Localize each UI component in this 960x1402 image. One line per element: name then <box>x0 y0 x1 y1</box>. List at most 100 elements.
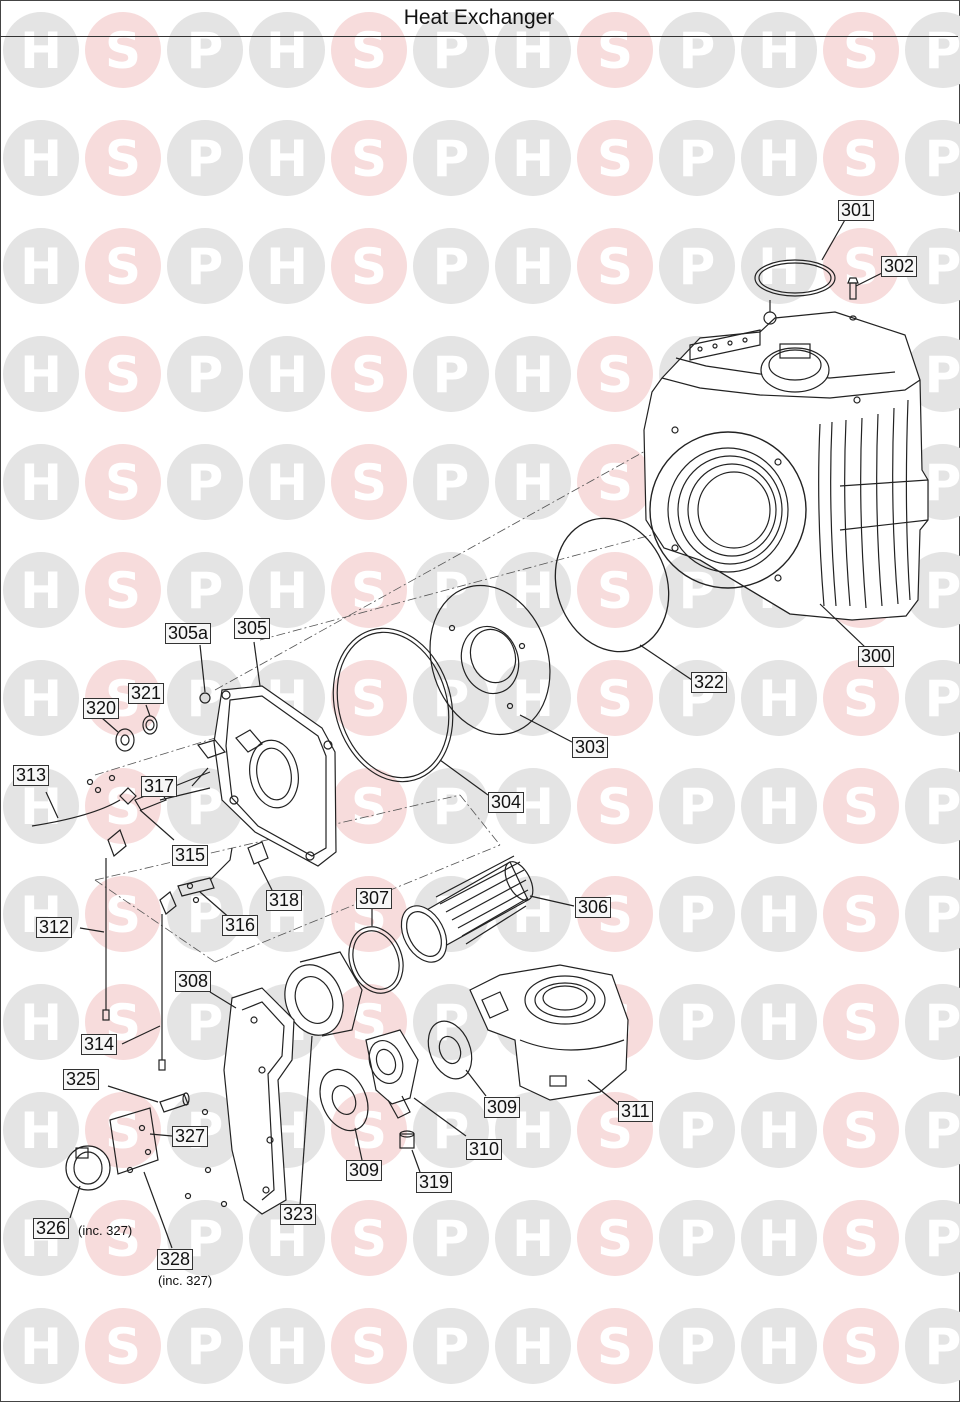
watermark-tile: P <box>905 1200 960 1276</box>
watermark-tile: P <box>659 768 735 844</box>
parts-313-315-electrode <box>31 739 227 841</box>
svg-text:S: S <box>843 994 879 1052</box>
part-322-disc <box>554 517 693 681</box>
svg-text:H: H <box>512 1318 554 1376</box>
watermark-tile: P <box>905 768 960 844</box>
svg-text:S: S <box>843 886 879 944</box>
part-label-327[interactable]: 327 <box>172 1126 209 1147</box>
part-label-304[interactable]: 304 <box>488 792 525 813</box>
svg-text:S: S <box>105 1210 141 1268</box>
watermark-tile: S <box>85 444 161 520</box>
watermark-tile: S <box>577 228 653 304</box>
svg-text:H: H <box>512 562 554 620</box>
watermark-tile: P <box>167 120 243 196</box>
svg-text:P: P <box>433 22 470 80</box>
watermark-tile: P <box>167 12 243 88</box>
part-label-316[interactable]: 316 <box>222 915 259 936</box>
watermark-tile: S <box>577 12 653 88</box>
part-label-322[interactable]: 322 <box>691 672 728 693</box>
part-label-309-left[interactable]: 309 <box>346 1160 383 1181</box>
svg-text:P: P <box>679 130 716 188</box>
watermark-tile: S <box>331 660 407 736</box>
part-label-312[interactable]: 312 <box>36 917 73 938</box>
svg-text:P: P <box>925 670 960 728</box>
svg-text:H: H <box>20 346 62 404</box>
part-311-fan <box>469 964 629 1107</box>
part-301-ring <box>754 217 847 297</box>
part-label-318[interactable]: 318 <box>266 890 303 911</box>
part-label-308[interactable]: 308 <box>175 971 212 992</box>
svg-text:H: H <box>20 22 62 80</box>
svg-text:H: H <box>758 886 800 944</box>
heat-exchanger-body <box>643 300 929 649</box>
watermark-tile: H <box>3 444 79 520</box>
svg-text:P: P <box>187 238 224 296</box>
part-label-320[interactable]: 320 <box>83 698 120 719</box>
svg-text:S: S <box>351 22 387 80</box>
watermark-tile: H <box>495 660 571 736</box>
svg-text:H: H <box>266 1318 308 1376</box>
part-label-326[interactable]: 326 <box>33 1218 70 1239</box>
svg-text:P: P <box>925 130 960 188</box>
part-label-305[interactable]: 305 <box>234 618 271 639</box>
parts-326-328-switch <box>65 1107 173 1249</box>
part-label-313[interactable]: 313 <box>13 765 50 786</box>
svg-text:P: P <box>925 886 960 944</box>
svg-text:P: P <box>679 22 716 80</box>
part-label-301[interactable]: 301 <box>838 200 875 221</box>
watermark-tile: P <box>167 336 243 412</box>
watermark-tile: P <box>659 1200 735 1276</box>
part-310-valve <box>365 1029 467 1137</box>
svg-text:H: H <box>20 238 62 296</box>
svg-text:S: S <box>597 1318 633 1376</box>
watermark-tile: P <box>167 552 243 628</box>
part-303-insulation <box>429 584 573 743</box>
part-label-300[interactable]: 300 <box>858 646 895 667</box>
svg-text:S: S <box>843 778 879 836</box>
part-label-302[interactable]: 302 <box>881 256 918 277</box>
part-label-311[interactable]: 311 <box>618 1101 653 1122</box>
watermark-tile: S <box>85 1308 161 1384</box>
svg-text:P: P <box>433 346 470 404</box>
part-label-306[interactable]: 306 <box>575 897 612 918</box>
svg-text:P: P <box>187 22 224 80</box>
svg-text:H: H <box>20 562 62 620</box>
svg-text:H: H <box>758 1102 800 1160</box>
watermark-tile: S <box>331 444 407 520</box>
part-label-305a[interactable]: 305a <box>165 623 212 644</box>
part-label-309-right[interactable]: 309 <box>484 1097 521 1118</box>
svg-text:P: P <box>925 562 960 620</box>
svg-text:P: P <box>679 778 716 836</box>
part-label-310[interactable]: 310 <box>466 1139 503 1160</box>
svg-text:P: P <box>433 454 470 512</box>
watermark-tile: H <box>3 768 79 844</box>
part-label-317[interactable]: 317 <box>141 776 178 797</box>
svg-text:H: H <box>266 130 308 188</box>
watermark-tile: S <box>85 228 161 304</box>
part-label-307[interactable]: 307 <box>356 888 393 909</box>
watermark-tile: S <box>577 336 653 412</box>
watermark-tile: P <box>659 1308 735 1384</box>
watermark-tile: H <box>3 1092 79 1168</box>
svg-text:H: H <box>512 1210 554 1268</box>
part-305-burner-door <box>199 641 337 867</box>
part-label-319[interactable]: 319 <box>416 1172 453 1193</box>
part-label-314[interactable]: 314 <box>81 1034 118 1055</box>
part-label-328[interactable]: 328 <box>157 1249 194 1270</box>
svg-text:H: H <box>758 130 800 188</box>
svg-text:P: P <box>679 1318 716 1376</box>
watermark-tile: H <box>249 336 325 412</box>
watermark-tile: P <box>905 120 960 196</box>
part-label-303[interactable]: 303 <box>572 737 609 758</box>
part-label-323[interactable]: 323 <box>280 1204 317 1225</box>
part-label-315[interactable]: 315 <box>172 845 209 866</box>
svg-text:S: S <box>597 238 633 296</box>
part-319-nozzle <box>399 1130 421 1173</box>
watermark-tile: P <box>905 228 960 304</box>
watermark-tile: H <box>741 120 817 196</box>
part-label-325[interactable]: 325 <box>63 1069 100 1090</box>
watermark-tile: S <box>577 876 653 952</box>
watermark-tile: P <box>167 444 243 520</box>
part-label-321[interactable]: 321 <box>128 683 165 704</box>
svg-text:P: P <box>187 130 224 188</box>
